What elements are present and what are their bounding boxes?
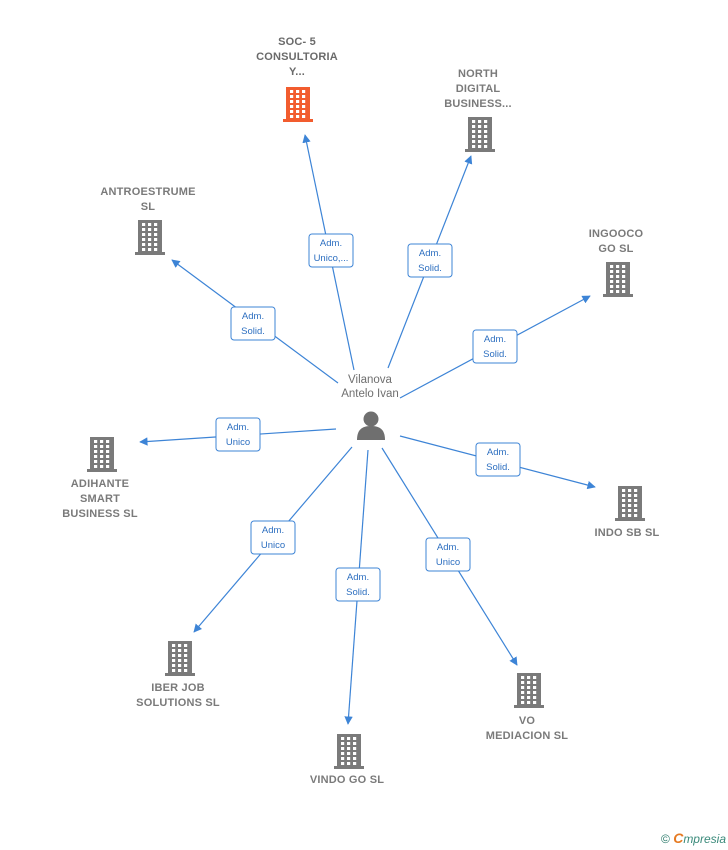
brand-footer: © Cmpresia — [661, 830, 726, 846]
role-label-north[interactable]: Adm. Solid. — [407, 243, 453, 278]
building-icon[interactable] — [465, 117, 495, 152]
role-label-antro[interactable]: Adm. Solid. — [230, 306, 276, 341]
company-name-line: MEDIACION SL — [486, 730, 569, 742]
company-node-vo[interactable]: VO MEDIACION SL — [486, 673, 569, 742]
company-node-vindo[interactable]: VINDO GO SL — [310, 734, 384, 786]
role-label-soc5[interactable]: Adm. Unico,... — [308, 233, 354, 268]
company-name-line: SMART — [80, 493, 120, 505]
role-text-line: Adm. — [242, 311, 264, 322]
copyright-symbol: © — [661, 832, 670, 846]
building-icon[interactable] — [135, 220, 165, 255]
role-text-line: Adm. — [347, 572, 369, 583]
company-name-line: IBER JOB — [151, 682, 205, 694]
role-label-indo[interactable]: Adm. Solid. — [475, 442, 521, 477]
company-name-line: VO — [519, 715, 536, 727]
role-text-line: Unico — [226, 437, 250, 448]
role-text-line: Solid. — [418, 263, 442, 274]
role-text-line: Unico — [261, 540, 285, 551]
role-text-line: Solid. — [483, 349, 507, 360]
company-node-adihante[interactable]: ADIHANTE SMART BUSINESS SL — [62, 437, 138, 520]
company-node-soc5[interactable]: SOC- 5 CONSULTORIA Y... — [256, 36, 338, 122]
person-node[interactable]: Vilanova Antelo Ivan — [341, 374, 399, 440]
role-text-line: Adm. — [484, 334, 506, 345]
company-name-line: BUSINESS SL — [62, 508, 138, 520]
role-text-line: Adm. — [487, 447, 509, 458]
role-text-line: Adm. — [437, 542, 459, 553]
role-text-line: Adm. — [227, 422, 249, 433]
company-name-line: Y... — [289, 66, 305, 78]
person-name-line2: Antelo Ivan — [341, 388, 399, 400]
company-name-line: SOC- 5 — [278, 36, 316, 48]
company-name-line: INDO SB SL — [595, 527, 660, 539]
building-icon[interactable] — [87, 437, 117, 472]
role-label-ingooco[interactable]: Adm. Solid. — [472, 329, 518, 364]
brand-logo-text: mpresia — [683, 832, 726, 846]
company-node-iber[interactable]: IBER JOB SOLUTIONS SL — [136, 641, 220, 709]
building-icon[interactable] — [283, 87, 313, 122]
nodes-layer: SOC- 5 CONSULTORIA Y... NORTH DIGITAL BUSINES… — [62, 36, 659, 786]
building-icon[interactable] — [165, 641, 195, 676]
company-node-antro[interactable]: ANTROESTRUME SL — [100, 186, 195, 255]
company-name-line: SL — [141, 201, 156, 213]
role-label-vo[interactable]: Adm. Unico — [425, 537, 471, 572]
edges-layer: Adm. Unico,... Adm. Solid. Adm. Solid. Adm. Sol… — [139, 134, 596, 725]
building-icon[interactable] — [514, 673, 544, 708]
building-icon[interactable] — [334, 734, 364, 769]
company-node-north[interactable]: NORTH DIGITAL BUSINESS... — [444, 68, 512, 152]
person-icon[interactable] — [357, 411, 385, 441]
company-name-line: VINDO GO SL — [310, 774, 384, 786]
company-name-line: DIGITAL — [456, 83, 501, 95]
role-text-line: Solid. — [241, 326, 265, 337]
company-name-line: GO SL — [598, 243, 633, 255]
role-text-line: Adm. — [419, 248, 441, 259]
building-icon[interactable] — [615, 486, 645, 521]
role-label-iber[interactable]: Adm. Unico — [250, 520, 296, 555]
role-text-line: Adm. — [262, 525, 284, 536]
person-name-line1: Vilanova — [348, 374, 393, 386]
role-text-line: Unico,... — [314, 253, 349, 264]
company-name-line: NORTH — [458, 68, 498, 80]
company-name-line: BUSINESS... — [444, 98, 512, 110]
company-name-line: CONSULTORIA — [256, 51, 338, 63]
brand-logo-initial: C — [673, 830, 684, 846]
role-text-line: Adm. — [320, 238, 342, 249]
company-name-line: INGOOCO — [589, 228, 644, 240]
company-name-line: ANTROESTRUME — [100, 186, 195, 198]
company-node-indo[interactable]: INDO SB SL — [595, 486, 660, 539]
role-text-line: Unico — [436, 557, 460, 568]
company-name-line: ADIHANTE — [71, 478, 129, 490]
role-label-vindo[interactable]: Adm. Solid. — [335, 567, 381, 602]
company-node-ingooco[interactable]: INGOOCO GO SL — [589, 228, 644, 297]
company-name-line: SOLUTIONS SL — [136, 697, 220, 709]
building-icon[interactable] — [603, 262, 633, 297]
role-text-line: Solid. — [346, 587, 370, 598]
role-label-adihante[interactable]: Adm. Unico — [215, 417, 261, 452]
role-text-line: Solid. — [486, 462, 510, 473]
